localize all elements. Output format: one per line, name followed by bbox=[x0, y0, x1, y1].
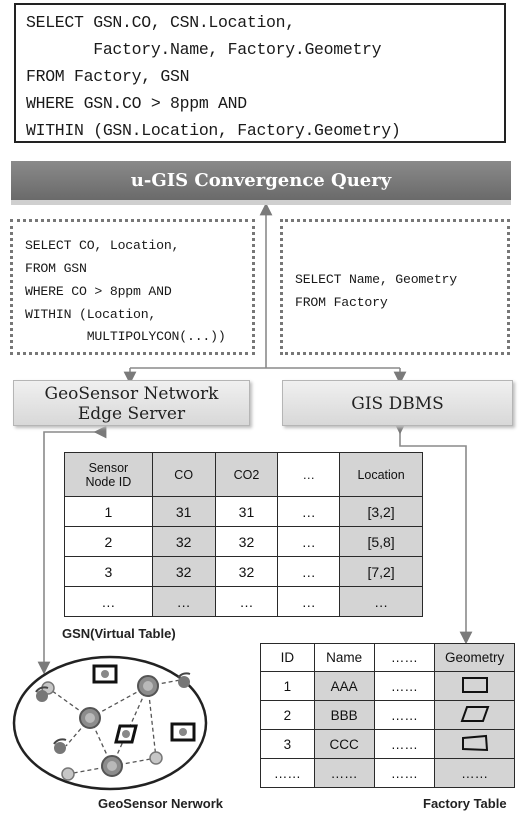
edge-server-box: GeoSensor Network Edge Server bbox=[13, 380, 250, 426]
edge-server-label: GeoSensor Network bbox=[44, 384, 219, 404]
table-cell: BBB bbox=[313, 700, 375, 730]
table-cell: 1 bbox=[64, 496, 153, 527]
table-cell: 32 bbox=[151, 556, 216, 587]
query-line: WITHIN (Location, bbox=[25, 307, 157, 322]
table-cell: 2 bbox=[64, 526, 153, 557]
table-header: …… bbox=[373, 643, 436, 672]
query-line: WHERE GSN.CO > 8ppm AND bbox=[26, 94, 247, 113]
table-row: 1 31 31 … [3,2] bbox=[64, 496, 423, 527]
convergence-query-box: SELECT GSN.CO, CSN.Location, Factory.Nam… bbox=[14, 3, 506, 143]
edge-server-label: Edge Server bbox=[77, 404, 186, 424]
query-line: Factory.Name, Factory.Geometry bbox=[26, 40, 382, 59]
factory-subquery-box: SELECT Name, Geometry FROM Factory bbox=[280, 219, 510, 355]
table-cell: … bbox=[277, 586, 341, 617]
table-row: 3 32 32 … [7,2] bbox=[64, 556, 423, 587]
gsn-subquery-box: SELECT CO, Location, FROM GSN WHERE CO >… bbox=[10, 219, 255, 355]
query-line: SELECT CO, Location, bbox=[25, 238, 180, 253]
geometry-rect-icon bbox=[434, 671, 515, 701]
table-cell: AAA bbox=[313, 671, 375, 701]
small-sensor-node bbox=[149, 751, 163, 765]
gsn-table-caption: GSN(Virtual Table) bbox=[62, 626, 176, 641]
network-caption: GeoSensor Nerwork bbox=[98, 796, 223, 811]
table-header: CO2 bbox=[214, 452, 279, 497]
table-row: 2 BBB …… bbox=[260, 700, 515, 730]
table-cell: …… bbox=[373, 758, 436, 788]
sensor-node bbox=[101, 755, 123, 777]
table-cell: …… bbox=[434, 758, 515, 788]
table-header: … bbox=[277, 452, 341, 497]
query-line: SELECT Name, Geometry bbox=[295, 272, 457, 287]
table-header: Name bbox=[313, 643, 375, 672]
table-row: … … … … … bbox=[64, 586, 423, 617]
query-line: FROM Factory bbox=[295, 295, 388, 310]
table-cell: 32 bbox=[214, 526, 279, 557]
table-header: Geometry bbox=[434, 643, 515, 672]
table-cell: … bbox=[151, 586, 216, 617]
table-cell: CCC bbox=[313, 729, 375, 759]
table-cell: 3 bbox=[64, 556, 153, 587]
factory-table: ID Name …… Geometry 1 AAA …… 2 BBB …… 3 … bbox=[260, 643, 515, 788]
table-cell: …… bbox=[373, 729, 436, 759]
gis-factory-link bbox=[393, 421, 473, 645]
table-row: 3 CCC …… bbox=[260, 729, 515, 759]
camera-icon bbox=[92, 664, 118, 684]
sensor-node bbox=[137, 675, 159, 697]
gis-dbms-box: GIS DBMS bbox=[282, 380, 513, 426]
antenna-icon bbox=[177, 672, 191, 688]
sensor-node bbox=[79, 707, 101, 729]
table-row: 1 AAA …… bbox=[260, 671, 515, 701]
gsn-virtual-table: Sensor Node ID CO CO2 … Location 1 31 31… bbox=[64, 452, 423, 617]
table-cell: 2 bbox=[260, 700, 315, 730]
table-cell: 32 bbox=[151, 526, 216, 557]
query-line: WITHIN (GSN.Location, Factory.Geometry) bbox=[26, 121, 401, 140]
ugis-convergence-query-bar: u-GIS Convergence Query bbox=[11, 161, 511, 205]
gis-dbms-label: GIS DBMS bbox=[351, 394, 444, 414]
table-cell: …… bbox=[313, 758, 375, 788]
table-header: ID bbox=[260, 643, 315, 672]
table-cell: …… bbox=[373, 671, 436, 701]
table-cell: … bbox=[214, 586, 279, 617]
table-cell: … bbox=[64, 586, 153, 617]
table-cell: … bbox=[277, 526, 341, 557]
query-line: WHERE CO > 8ppm AND bbox=[25, 284, 172, 299]
table-cell: … bbox=[339, 586, 423, 617]
query-line: MULTIPOLYCON(...)) bbox=[25, 329, 226, 344]
table-cell: 3 bbox=[260, 729, 315, 759]
factory-table-caption: Factory Table bbox=[423, 796, 507, 811]
table-cell: [7,2] bbox=[339, 556, 423, 587]
query-line: FROM GSN bbox=[25, 261, 87, 276]
table-cell: 32 bbox=[214, 556, 279, 587]
geosensor-network-illustration bbox=[12, 655, 208, 791]
small-sensor-node bbox=[61, 767, 75, 781]
table-row: 2 32 32 … [5,8] bbox=[64, 526, 423, 557]
table-cell: … bbox=[277, 556, 341, 587]
antenna-icon bbox=[53, 738, 67, 754]
table-cell: … bbox=[277, 496, 341, 527]
table-header: Location bbox=[339, 452, 423, 497]
geometry-parallelogram-icon bbox=[434, 700, 515, 730]
table-row: …… …… …… …… bbox=[260, 758, 515, 788]
table-cell: [3,2] bbox=[339, 496, 423, 527]
edge-network-link bbox=[37, 425, 107, 675]
table-cell: 31 bbox=[151, 496, 216, 527]
geometry-trapezoid-icon bbox=[434, 729, 515, 759]
table-header: Sensor Node ID bbox=[64, 452, 153, 497]
antenna-icon bbox=[35, 686, 49, 702]
query-line: SELECT GSN.CO, CSN.Location, bbox=[26, 13, 295, 32]
table-cell: 1 bbox=[260, 671, 315, 701]
query-line: FROM Factory, GSN bbox=[26, 67, 190, 86]
camera-icon bbox=[114, 724, 138, 744]
camera-icon bbox=[170, 722, 196, 742]
table-cell: …… bbox=[373, 700, 436, 730]
table-cell: [5,8] bbox=[339, 526, 423, 557]
table-cell: …… bbox=[260, 758, 315, 788]
table-header: CO bbox=[151, 452, 216, 497]
table-cell: 31 bbox=[214, 496, 279, 527]
